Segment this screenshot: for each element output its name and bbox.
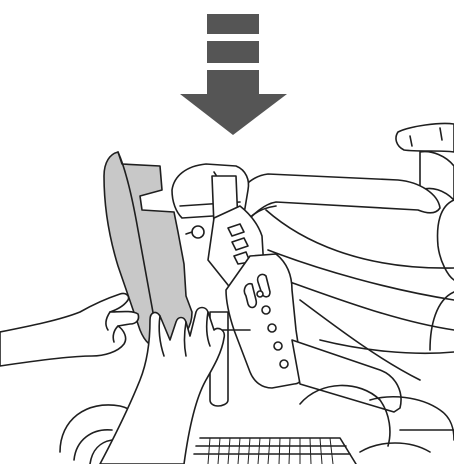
arrow-dash-2	[207, 41, 259, 63]
armrest	[232, 174, 440, 222]
armrest-bar	[232, 174, 440, 222]
left-hand	[0, 293, 139, 366]
arrow-dash-1	[207, 14, 259, 34]
arrow-shaft	[207, 70, 259, 94]
direction-arrow-icon	[180, 14, 287, 135]
arrow-head	[180, 94, 287, 135]
push-handle	[396, 123, 454, 152]
footplate	[194, 438, 356, 464]
